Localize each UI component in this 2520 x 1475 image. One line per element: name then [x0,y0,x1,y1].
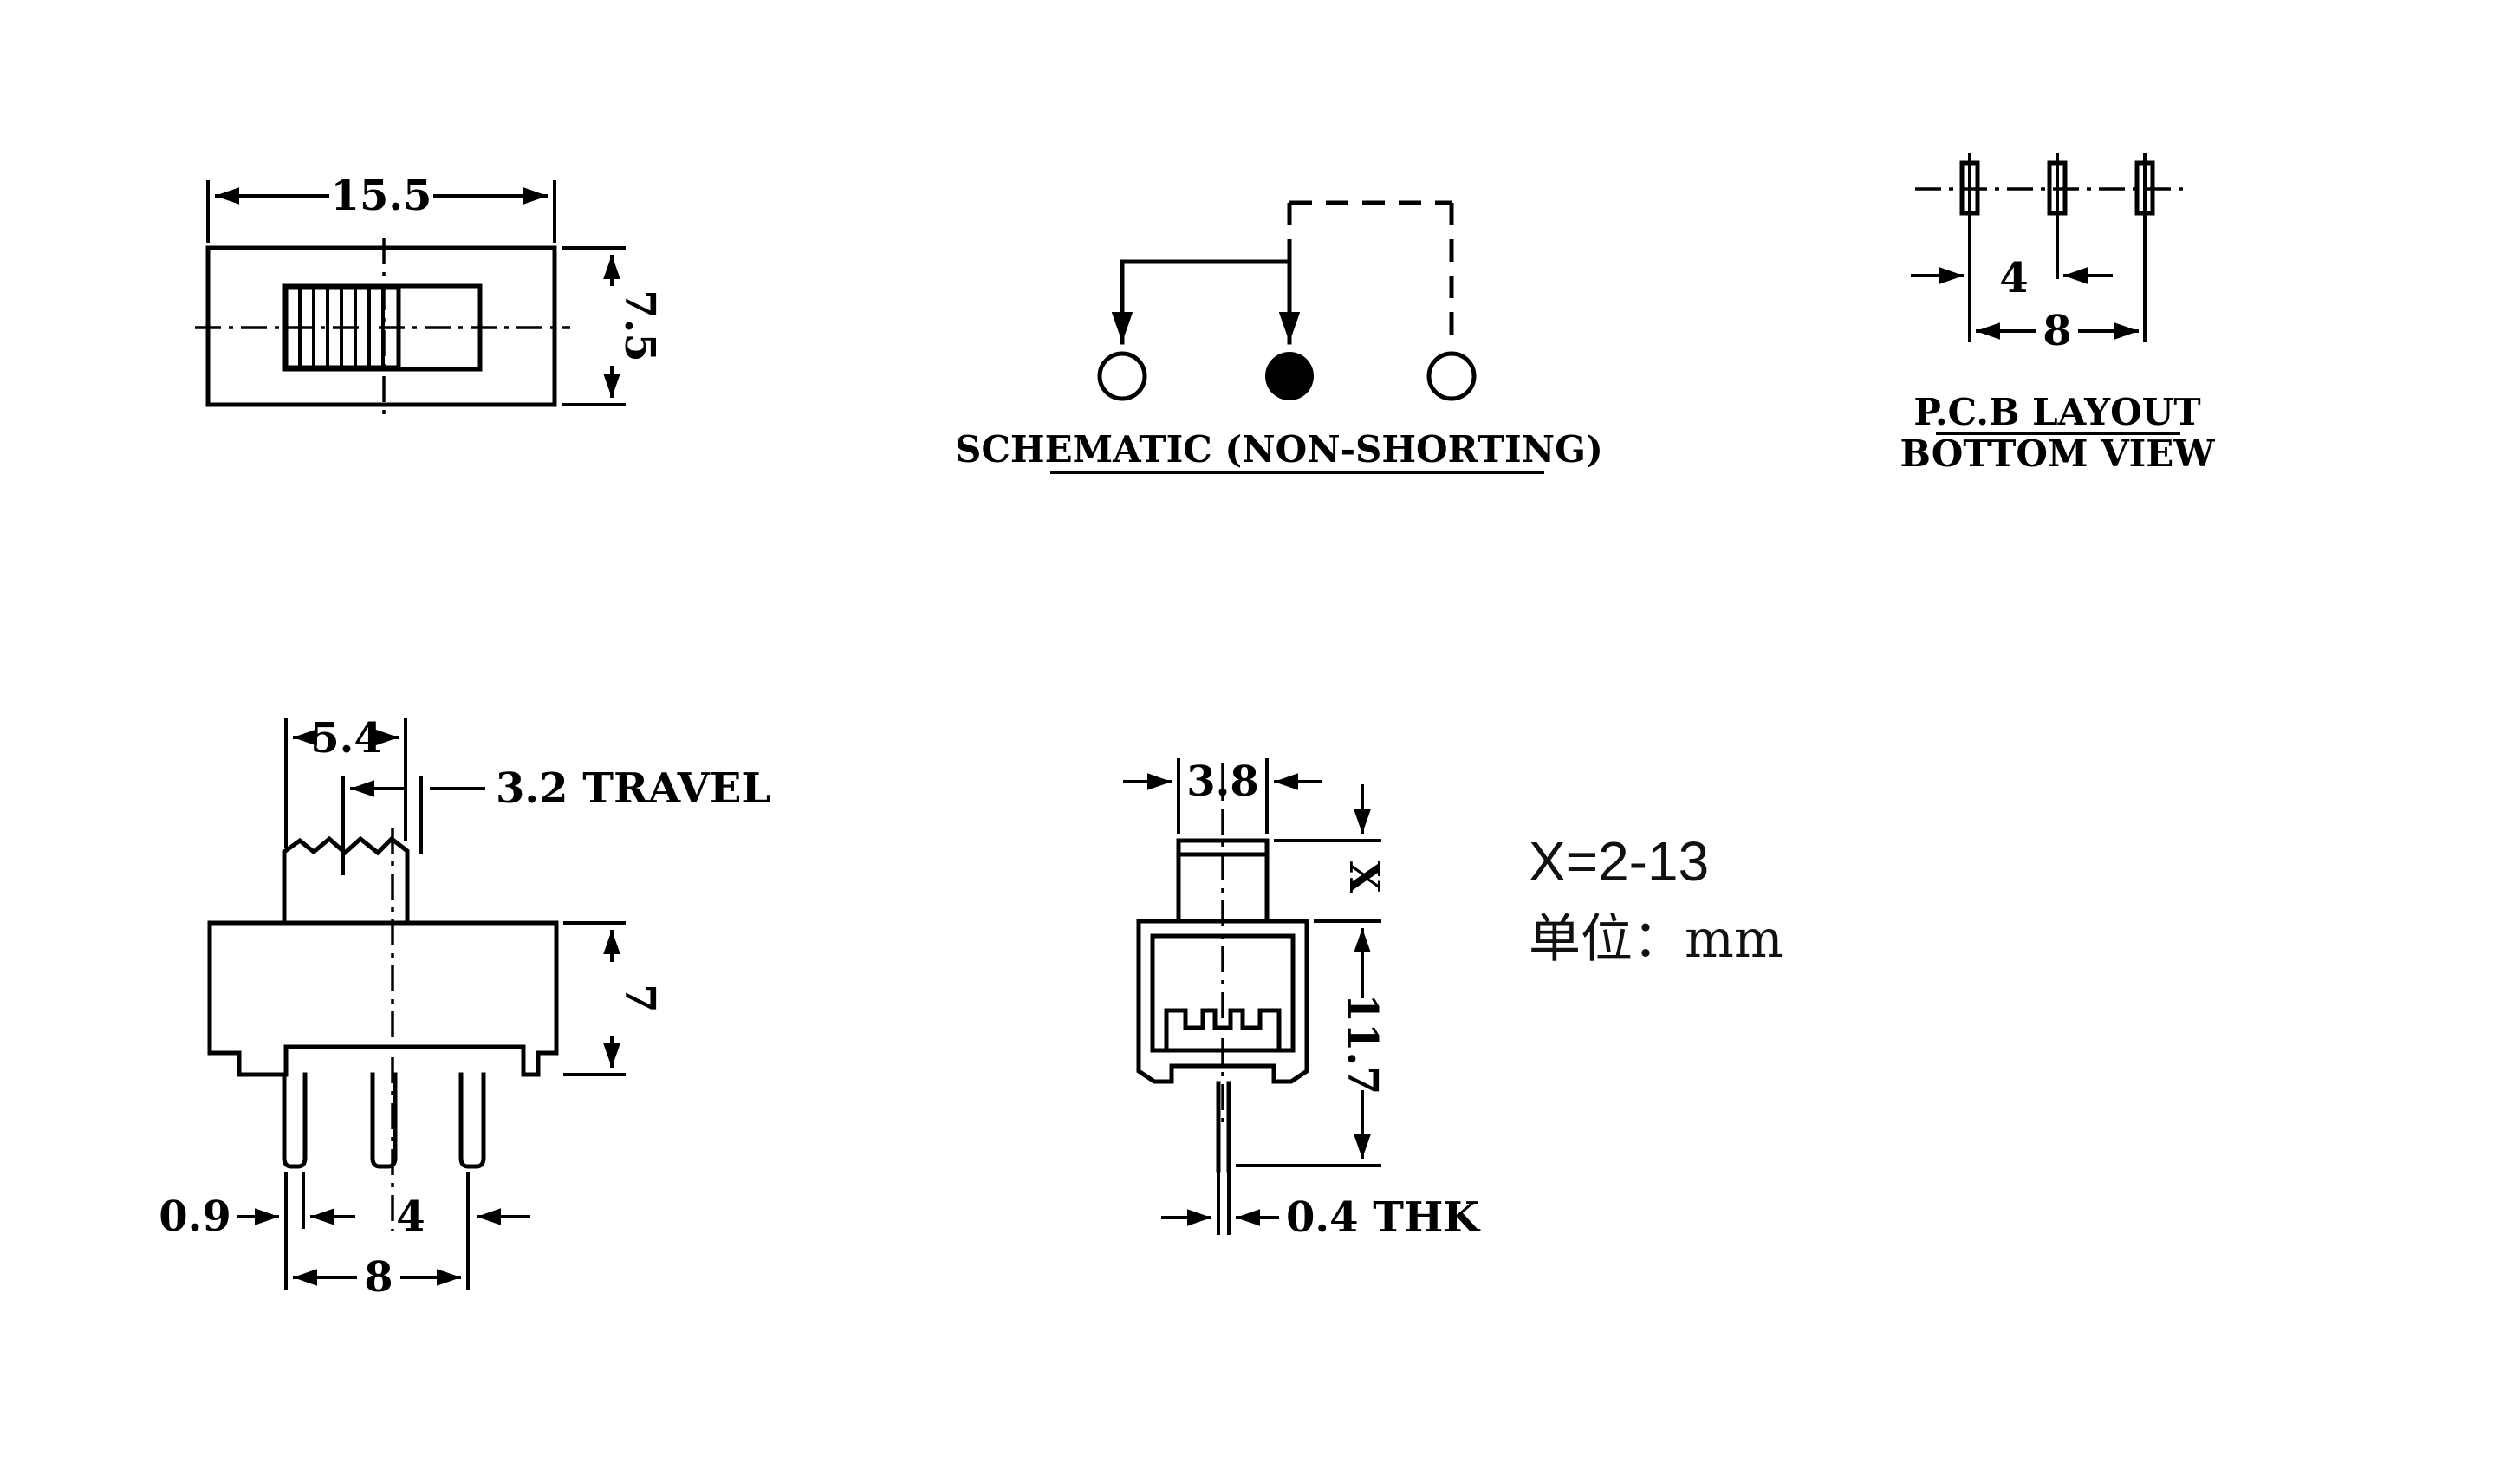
front-pin-width-dim: 0.9 [159,1192,231,1241]
front-height-dim: 7 [615,984,664,1012]
front-travel-label: 3.2 TRAVEL [496,764,770,813]
pcb-caption-line1: P.C.B LAYOUT [1913,391,2200,433]
top-view: 15.5 7.5 [195,172,664,416]
front-actuator [282,835,410,926]
terminal-1-open [1097,351,1147,401]
schematic-caption: SCHEMATIC (NON-SHORTING) [955,428,1603,471]
side-body [1136,919,1309,1084]
side-contacts [1164,1008,1282,1049]
front-pin-1 [282,1072,308,1169]
front-pin-3 [458,1072,486,1169]
front-pin-2 [370,1072,398,1169]
front-body [207,920,559,1077]
schematic: SCHEMATIC (NON-SHORTING) [955,200,1603,474]
x-range-note: X=2-13 [1529,830,1709,893]
side-view: 3.8 X 11.7 0.4 THK [1123,757,1481,1242]
front-view: 5.4 3.2 TRAVEL 7 0.9 4 8 [159,714,770,1302]
top-height-dim: 7.5 [615,289,664,362]
pcb-span-dim: 8 [2043,307,2071,355]
front-actuator-dim: 5.4 [310,714,383,763]
side-thickness-label: 0.4 THK [1286,1193,1481,1242]
pcb-caption-line2: BOTTOM VIEW [1900,432,2216,475]
pcb-layout: 4 8 P.C.B LAYOUT BOTTOM VIEW [1900,153,2216,475]
terminal-common-closed [1265,352,1314,400]
front-pin-span-dim: 8 [364,1253,393,1302]
side-actuator-dim: 3.8 [1186,757,1259,806]
side-height-dim: 11.7 [1338,994,1387,1095]
units-note: 单位：mm [1529,909,1783,970]
pcb-pitch-dim: 4 [1999,254,2028,302]
side-x-dim: X [1340,861,1388,893]
front-pin-pitch-dim: 4 [396,1192,425,1241]
top-width-dim: 15.5 [331,172,432,220]
terminal-3-open [1426,351,1477,401]
